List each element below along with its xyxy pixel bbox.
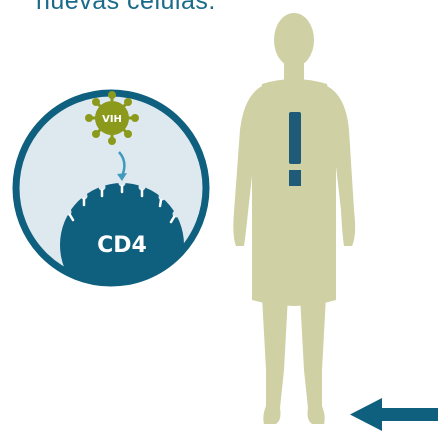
inset-circle: CD4 VIH (12, 89, 210, 287)
alert-icon (289, 112, 301, 186)
left-arrow-icon (350, 398, 438, 431)
infection-arrowhead (117, 173, 127, 181)
woman-silhouette-icon (233, 13, 356, 424)
virus-label: VIH (102, 114, 122, 125)
virus-icon: VIH (85, 91, 139, 145)
caption-text: nuevas células. (36, 0, 216, 15)
cd4-label: CD4 (97, 233, 147, 258)
